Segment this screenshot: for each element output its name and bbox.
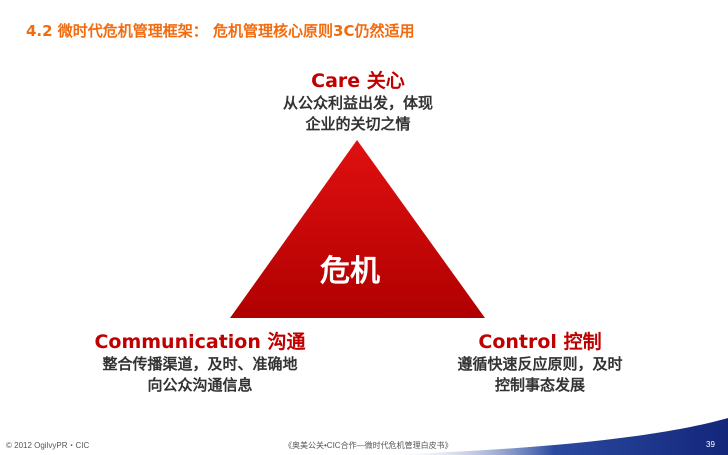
slide-title: 4.2 微时代危机管理框架： 危机管理核心原则3C仍然适用 (26, 22, 415, 40)
communication-line: 向公众沟通信息 (147, 376, 253, 394)
care-heading: Care 关心 (311, 70, 405, 92)
footer-swoosh (380, 418, 728, 455)
care-line: 企业的关切之情 (305, 115, 411, 133)
crisis-triangle (230, 140, 485, 318)
care-line: 从公众利益出发，体现 (282, 94, 433, 112)
control-line: 控制事态发展 (494, 376, 585, 394)
center-label: 危机 (320, 254, 380, 289)
page-number: 39 (706, 440, 715, 449)
communication-line: 整合传播渠道，及时、准确地 (102, 355, 298, 373)
control-heading: Control 控制 (478, 331, 602, 353)
footer-copyright: © 2012 OgilvyPR・CIC (6, 441, 90, 450)
control-line: 遵循快速反应原则，及时 (457, 355, 623, 373)
communication-heading: Communication 沟通 (94, 331, 306, 353)
footer-source: 《奥美公关•CIC合作—微时代危机管理白皮书》 (284, 441, 453, 450)
